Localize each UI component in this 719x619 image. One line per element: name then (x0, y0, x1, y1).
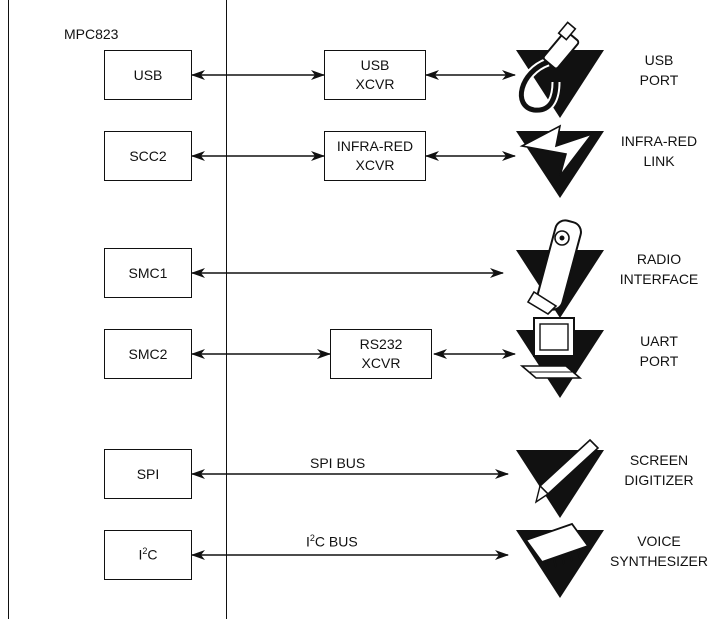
spi-interface-label: SPI (136, 465, 160, 482)
smc1-interface-label: SMC1 (128, 264, 168, 281)
rs232-xcvr-line2: XCVR (361, 355, 401, 371)
computer-icon (516, 317, 604, 398)
usb-xcvr-line1: USB (360, 57, 390, 74)
i2c-interface-box: I2C (104, 530, 192, 580)
pen-icon (516, 438, 604, 518)
mpc823-label: MPC823 (64, 26, 119, 42)
rs232-xcvr-box: RS232 XCVR (330, 329, 432, 379)
scc2-interface-box: SCC2 (104, 131, 192, 181)
usb-xcvr-line2: XCVR (355, 76, 395, 92)
smc2-interface-box: SMC2 (104, 329, 192, 379)
scc2-interface-label: SCC2 (129, 147, 167, 164)
telephone-handset-icon (516, 219, 604, 318)
smc1-interface-box: SMC1 (104, 248, 192, 298)
ic-chip-icon (516, 522, 604, 598)
infrared-xcvr-line2: XCVR (355, 157, 395, 173)
rs232-xcvr-line1: RS232 (359, 336, 403, 353)
usb-xcvr-box: USB XCVR (324, 50, 426, 100)
infrared-xcvr-line1: INFRA-RED (336, 138, 414, 155)
usb-interface-label: USB (133, 66, 163, 83)
spi-bus-label: SPI BUS (310, 455, 366, 471)
usb-interface-box: USB (104, 50, 192, 100)
infrared-xcvr-box: INFRA-RED XCVR (324, 131, 426, 181)
lightning-icon (516, 124, 604, 198)
usb-plug-icon (516, 21, 604, 118)
smc2-interface-label: SMC2 (128, 345, 168, 362)
mpc823-block (8, 0, 227, 619)
spi-interface-box: SPI (104, 449, 192, 499)
i2c-interface-label: I2C (138, 546, 158, 563)
i2c-bus-label: I2C BUS (306, 533, 358, 550)
